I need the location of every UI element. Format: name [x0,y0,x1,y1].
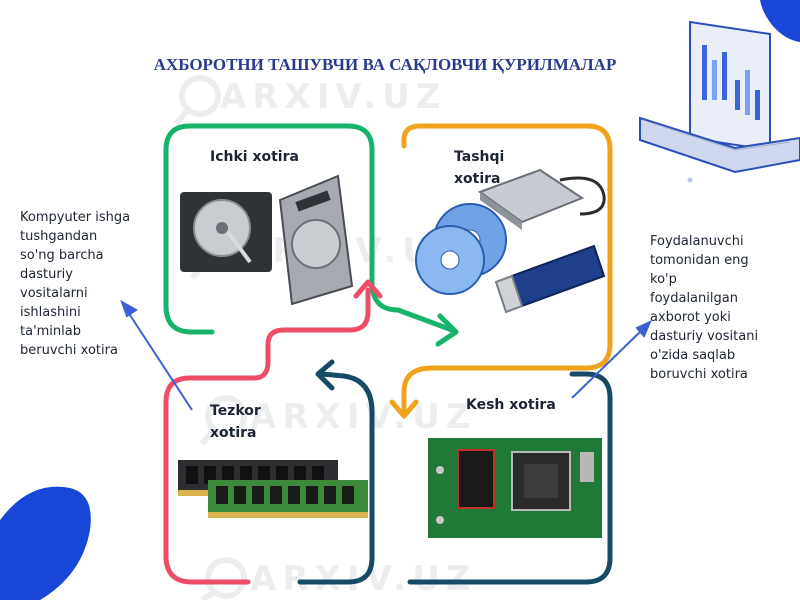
corner-shape-top-right [760,0,800,42]
external-drive-icon [477,168,606,230]
ram-module-icon [178,460,368,518]
loop-orange [401,123,613,413]
label-external-memory: Tashqi xotira [454,149,505,187]
usb-flash-drive-icon [494,244,606,314]
pointer-left-arrowhead [120,299,138,318]
loop-green [163,123,455,335]
label-cache-memory: Kesh xotira [466,397,556,413]
pointer-left-line [127,311,193,411]
arrowhead-red [353,279,383,299]
left-description: Kompyuter ishga tushgandan so'ng barcha … [20,210,131,358]
loop-red [163,287,371,585]
page-title: АХБОРОТНИ ТАШУВЧИ ВА САҚЛОВЧИ ҚУРИЛМАЛАР [153,55,617,74]
watermark-text: ARXIV.UZ [250,397,476,437]
watermark-text: ARXIV.UZ [220,77,446,117]
cache-chip-board-icon [428,438,602,538]
pointer-right-line [571,329,643,399]
hard-disk-icon [180,192,272,272]
corner-shape-bottom-left [0,486,91,600]
arrowhead-navy [315,359,335,391]
loop-navy [297,371,375,585]
arrowhead-green [435,313,459,347]
label-internal-memory: Ichki xotira [210,149,299,165]
pointer-right-arrowhead [635,320,652,338]
ssd-drive-icon [278,174,354,306]
optical-disc-icon [415,203,507,295]
decor-dot [687,177,693,183]
arrowhead-orange [389,399,419,419]
right-description: Foydalanuvchi tomonidan eng ko'p foydala… [650,234,759,382]
label-ram-memory: Tezkor xotira [210,403,261,441]
